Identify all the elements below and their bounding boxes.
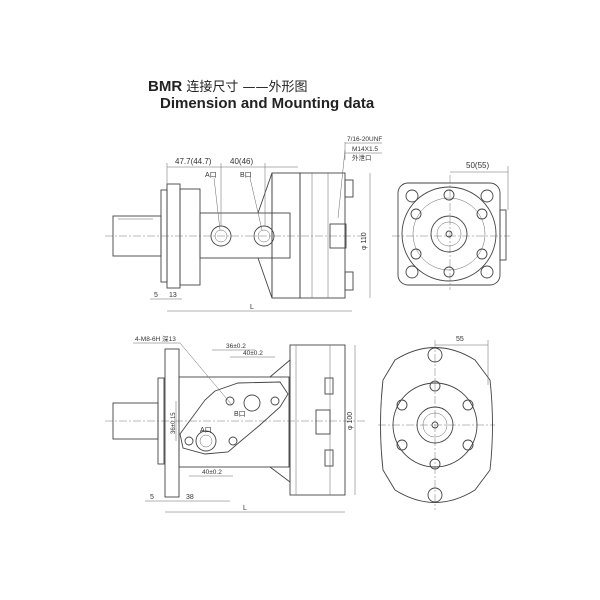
dim-diameter: φ 110 xyxy=(361,232,368,250)
model-name: BMR xyxy=(148,78,183,95)
dim-mount-thread: 4-M8-6H 深13 xyxy=(135,334,176,343)
dim-d1: 36±0.2 xyxy=(226,343,246,350)
dim-d4: 40±0.2 xyxy=(202,469,222,476)
top-side-view: 47.7(44.7) 40(46) A口 B口 5 13 L φ 110 7/1… xyxy=(105,136,382,312)
dim-front-offset: 50(55) xyxy=(466,161,489,170)
drain-thread-2: M14X1.5 xyxy=(352,146,378,153)
bottom-port-a-label: A口 xyxy=(200,426,212,434)
drain-label: 外泄口 xyxy=(352,153,372,162)
dim-d2: 40±0.2 xyxy=(243,350,263,357)
dim-port-spacing: 40(46) xyxy=(230,157,253,166)
bottom-dim-diameter: φ 100 xyxy=(347,412,354,430)
bottom-port-b-label: B口 xyxy=(234,410,246,418)
dim-length: L xyxy=(250,304,254,311)
cn-title: 连接尺寸 ——外形图 xyxy=(186,80,308,95)
dim-flange-thk: 5 xyxy=(154,292,158,299)
port-a-label: A口 xyxy=(205,171,217,179)
dim-d3: 36±0.15 xyxy=(171,412,177,434)
bottom-side-view: 4-M8-6H 深13 36±0.2 40±0.2 36±0.15 40±0.2… xyxy=(105,334,365,513)
port-b-label: B口 xyxy=(240,171,252,179)
drain-thread-1: 7/16-20UNF xyxy=(347,136,382,143)
title-line-2: Dimension and Mounting data xyxy=(160,95,375,112)
bottom-dim-length: L xyxy=(243,505,247,512)
top-front-view: 50(55) xyxy=(392,161,510,290)
title-line-1: BMR 连接尺寸 ——外形图 xyxy=(148,76,307,95)
bottom-front-view: 55 xyxy=(378,336,495,510)
dim-port-a-offset: 47.7(44.7) xyxy=(175,157,212,166)
bottom-dim-front-offset: 55 xyxy=(456,336,464,343)
bottom-dim-flange-thk: 5 xyxy=(150,494,154,501)
dim-flange-len: 13 xyxy=(169,292,177,299)
dim-shaft-len: 38 xyxy=(186,494,194,501)
